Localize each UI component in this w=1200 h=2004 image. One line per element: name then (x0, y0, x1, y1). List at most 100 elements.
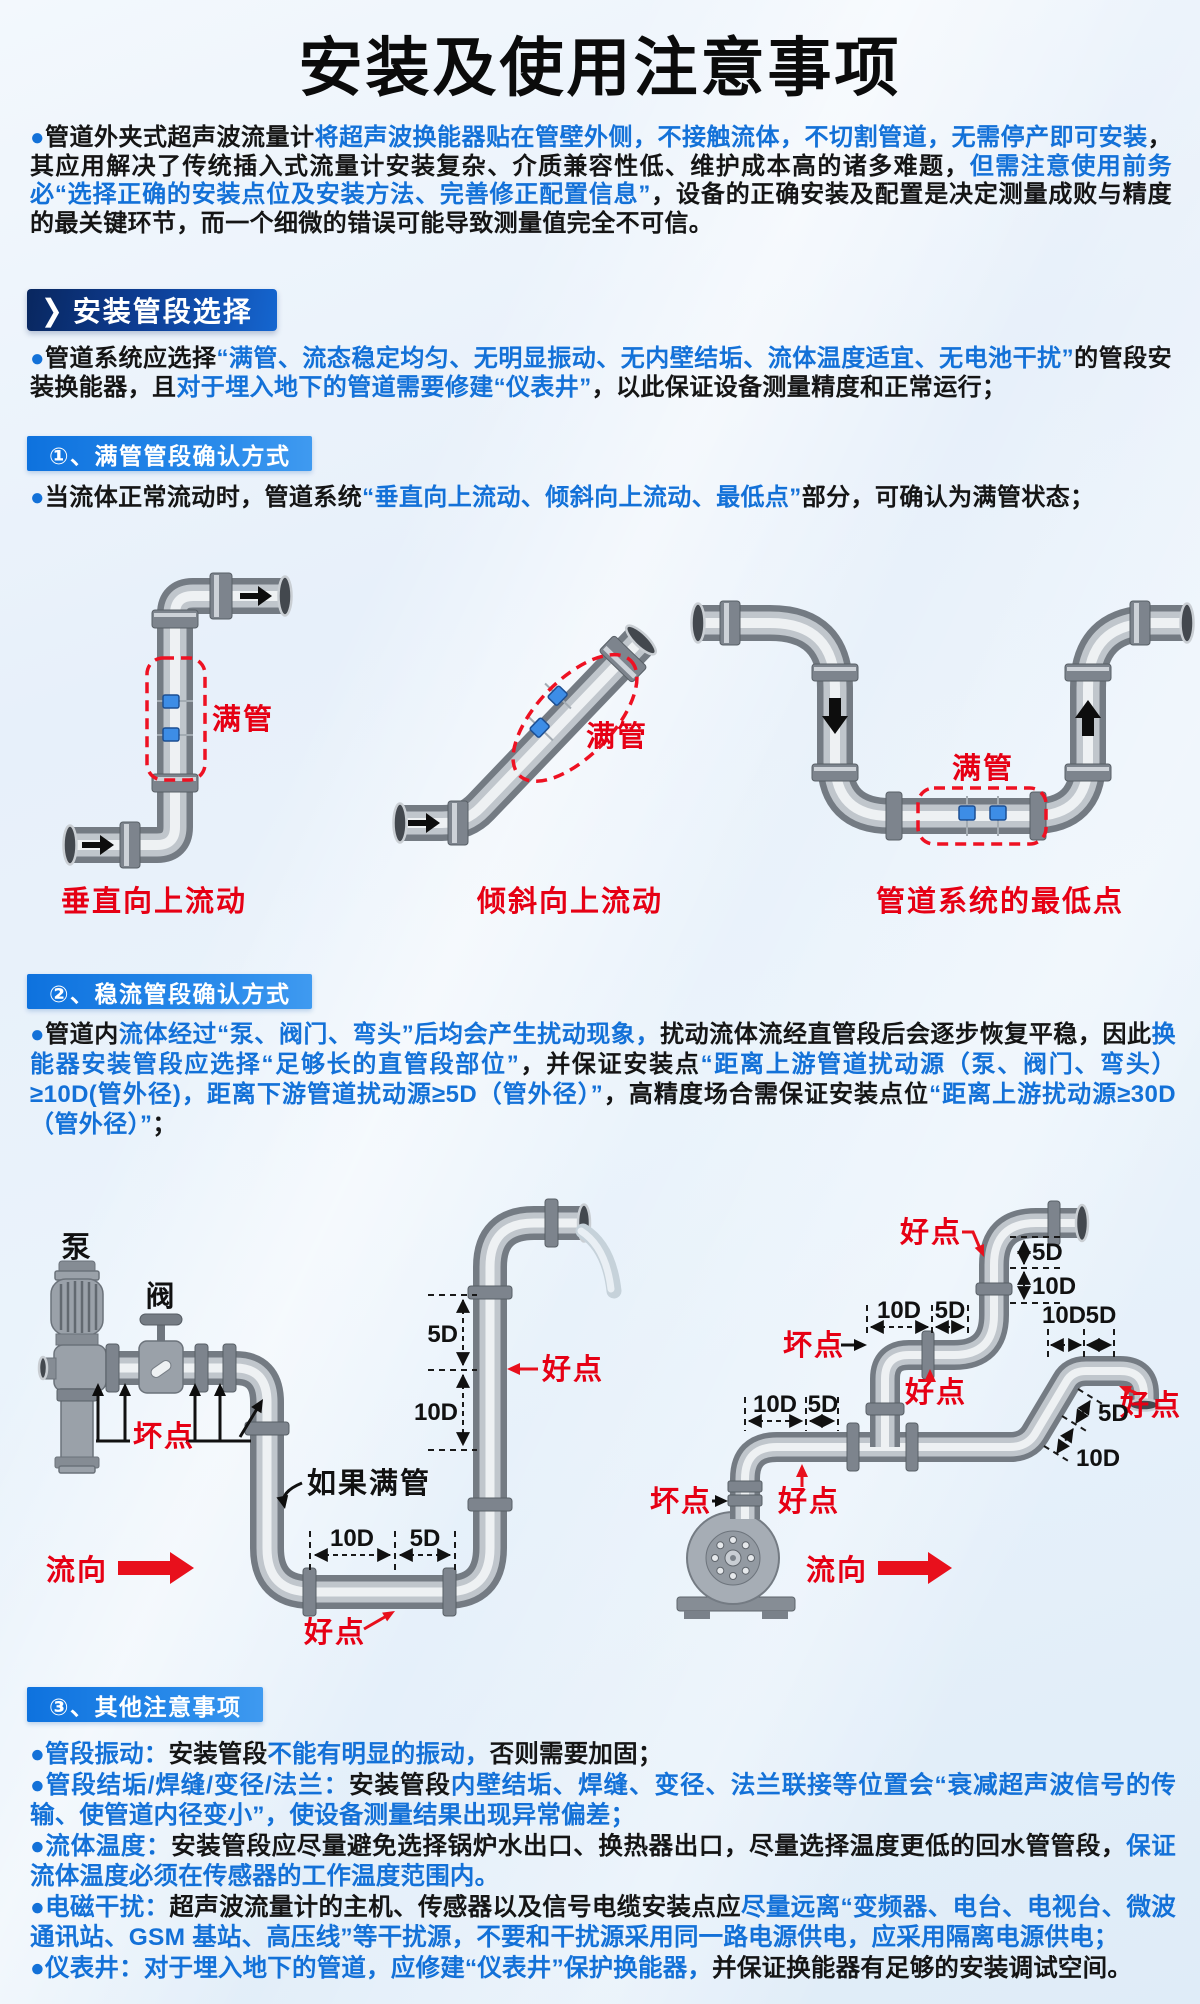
measure-zone-outline (145, 656, 207, 782)
bad-point-arrows (92, 1383, 263, 1443)
diagram-inclined-up-flow: 满管 (392, 624, 657, 846)
if-full-annotation: 如果满管 (276, 1466, 431, 1509)
subsection-header-other-notes: ③、其他注意事项 (27, 1687, 264, 1722)
bad-point-branch: 坏点 (783, 1329, 867, 1362)
good-point-outlet: 好点 (1119, 1386, 1182, 1422)
svg-text:好点: 好点 (541, 1353, 604, 1386)
section-header-pipe-selection: ❯ 安装管段选择 (27, 289, 277, 331)
caption-inclined-up: 倾斜向上流动 (476, 886, 663, 918)
flow-arrow-up-icon (1075, 700, 1101, 736)
note-vibration: ●管段振动：安装管段不能有明显的振动，否则需要加固； (30, 1741, 663, 1768)
svg-text:10D: 10D (414, 1399, 458, 1426)
flow-arrow-icon (240, 586, 272, 606)
dimension-10d-5d-bottom: 10D 5D (309, 1525, 456, 1571)
bad-point-label: 坏点 (133, 1420, 195, 1453)
bad-point-blower: 坏点 (650, 1485, 728, 1518)
chevron-right-icon: ❯ (41, 292, 63, 327)
caption-vertical-up: 垂直向上流动 (60, 886, 247, 918)
flow-label: 流向 (806, 1554, 868, 1587)
dimension-5d-10d-tall-pipe: 5D 10D (1010, 1236, 1076, 1304)
diagram-straight-run-pump-valve: 泵 阀 坏点 如果满管 5D 10D 好点 (37, 1198, 622, 1649)
good-point-bottom: 好点 (303, 1611, 395, 1649)
valve-icon (138, 1313, 184, 1394)
svg-text:5D: 5D (1098, 1400, 1129, 1427)
svg-text:好点: 好点 (1119, 1389, 1182, 1422)
diagram-vertical-up-flow: 满管 (62, 572, 293, 869)
note-scaling-welds: ●管段结垢/焊缝/变径/法兰：安装管段内壁结垢、焊缝、变径、法兰联接等位置会“衰… (30, 1771, 1176, 1830)
valve-label: 阀 (145, 1280, 176, 1313)
pipe-selection-paragraph: ●管道系统应选择“满管、流态稳定均匀、无明显振动、无内壁结垢、流体温度适宜、无电… (30, 345, 1172, 401)
full-pipe-paragraph: ●当流体正常流动时，管道系统“垂直向上流动、倾斜向上流动、最低点”部分，可确认为… (30, 484, 1095, 511)
blower-icon (676, 1511, 796, 1619)
transducer-pair (958, 796, 1007, 836)
pipe (62, 572, 293, 869)
svg-text:10D: 10D (1042, 1302, 1086, 1329)
dimension-10d-5d-third-run: 10D 5D (1042, 1302, 1116, 1357)
dimension-5d-10d-ramp: 5D 10D (1043, 1388, 1129, 1472)
bullet-icon: ● (30, 345, 45, 372)
svg-text:5D: 5D (427, 1321, 458, 1348)
svg-text:坏点: 坏点 (650, 1485, 712, 1518)
dimension-10d-5d-first-run: 10D 5D (744, 1391, 839, 1431)
pipe (690, 600, 1195, 841)
flow-arrow-down-icon (822, 698, 848, 734)
svg-text:10D: 10D (753, 1391, 797, 1418)
full-pipe-label: 满管 (586, 719, 648, 753)
bullet-icon: ● (30, 484, 45, 511)
pump-icon (37, 1260, 107, 1474)
svg-text:10D: 10D (330, 1525, 374, 1552)
intro-paragraph: ●管道外夹式超声波流量计将超声波换能器贴在管壁外侧，不接触流体，不切割管道，无需… (30, 124, 1172, 237)
dimension-5d-10d-vertical: 5D 10D (414, 1294, 477, 1451)
pipe (392, 624, 657, 846)
other-notes-list: ●管段振动：安装管段不能有明显的振动，否则需要加固； ●管段结垢/焊缝/变径/法… (30, 1740, 1176, 1984)
svg-text:5D: 5D (410, 1525, 441, 1552)
steady-flow-paragraph: ●管道内流体经过“泵、阀门、弯头”后均会产生扰动现象，扰动流体流经直管段后会逐步… (30, 1021, 1177, 1138)
flange-collar (719, 600, 1151, 841)
flow-arrow-icon (118, 1552, 194, 1584)
full-pipe-label: 满管 (952, 751, 1014, 785)
transducer-pair (157, 694, 193, 742)
page-title: 安装及使用注意事项 (298, 32, 902, 104)
measure-zone-outline (916, 786, 1048, 846)
diagram-straight-run-blower: 坏点 好点 10D 5D 坏点 10D 5D (650, 1200, 1182, 1619)
note-fluid-temperature: ●流体温度：安装管段应尽量避免选择锅炉水出口、换热器出口，尽量选择温度更低的回水… (30, 1832, 1177, 1891)
svg-text:好点: 好点 (303, 1616, 366, 1649)
svg-text:5D: 5D (935, 1297, 966, 1324)
full-pipe-label: 满管 (212, 702, 274, 736)
flow-direction: 流向 (46, 1552, 194, 1587)
flange-collar (105, 1198, 559, 1617)
section-header-label: 安装管段选择 (72, 296, 253, 327)
flow-label: 流向 (46, 1554, 108, 1587)
flange-collar (727, 1200, 1061, 1507)
bullet-icon: ● (30, 1021, 46, 1048)
caption-lowest-point: 管道系统的最低点 (875, 886, 1124, 918)
svg-text:10D: 10D (877, 1297, 921, 1324)
svg-text:好点: 好点 (899, 1216, 962, 1249)
if-full-label: 如果满管 (307, 1466, 431, 1500)
svg-text:10D: 10D (1076, 1445, 1120, 1472)
svg-text:5D: 5D (1086, 1302, 1117, 1329)
svg-text:10D: 10D (1032, 1273, 1076, 1300)
bullet-icon: ● (30, 124, 45, 151)
subsection-header-full-pipe: ①、满管管段确认方式 (27, 436, 313, 471)
svg-text:好点: 好点 (777, 1485, 840, 1518)
flow-arrow-icon (82, 835, 114, 855)
note-instrument-well: ●仪表井：对于埋入地下的管道，应修建“仪表井”保护换能器，并保证换能器有足够的安… (30, 1954, 1133, 1982)
good-point-second-run: 好点 (904, 1369, 965, 1409)
measure-zone-outline (511, 652, 639, 784)
good-point-tall-pipe: 好点 (507, 1353, 604, 1386)
flow-arrow-icon (408, 813, 440, 833)
subsection-header-steady-flow: ②、稳流管段确认方式 (27, 974, 313, 1009)
pipe-branch-run (870, 1203, 1090, 1447)
svg-text:5D: 5D (808, 1391, 839, 1418)
pipe-main-run (730, 1356, 1161, 1519)
dimension-10d-5d-second-run: 10D 5D (866, 1297, 969, 1337)
good-point-first-run: 好点 (777, 1464, 840, 1518)
flow-direction: 流向 (806, 1552, 952, 1587)
good-point-tall-pipe: 好点 (899, 1216, 984, 1257)
svg-text:坏点: 坏点 (783, 1329, 845, 1362)
svg-text:5D: 5D (1032, 1239, 1063, 1266)
pump-label: 泵 (61, 1232, 92, 1264)
note-emi: ●电磁干扰：超声波流量计的主机、传感器以及信号电缆安装点应尽量远离“变频器、电台… (30, 1893, 1176, 1952)
